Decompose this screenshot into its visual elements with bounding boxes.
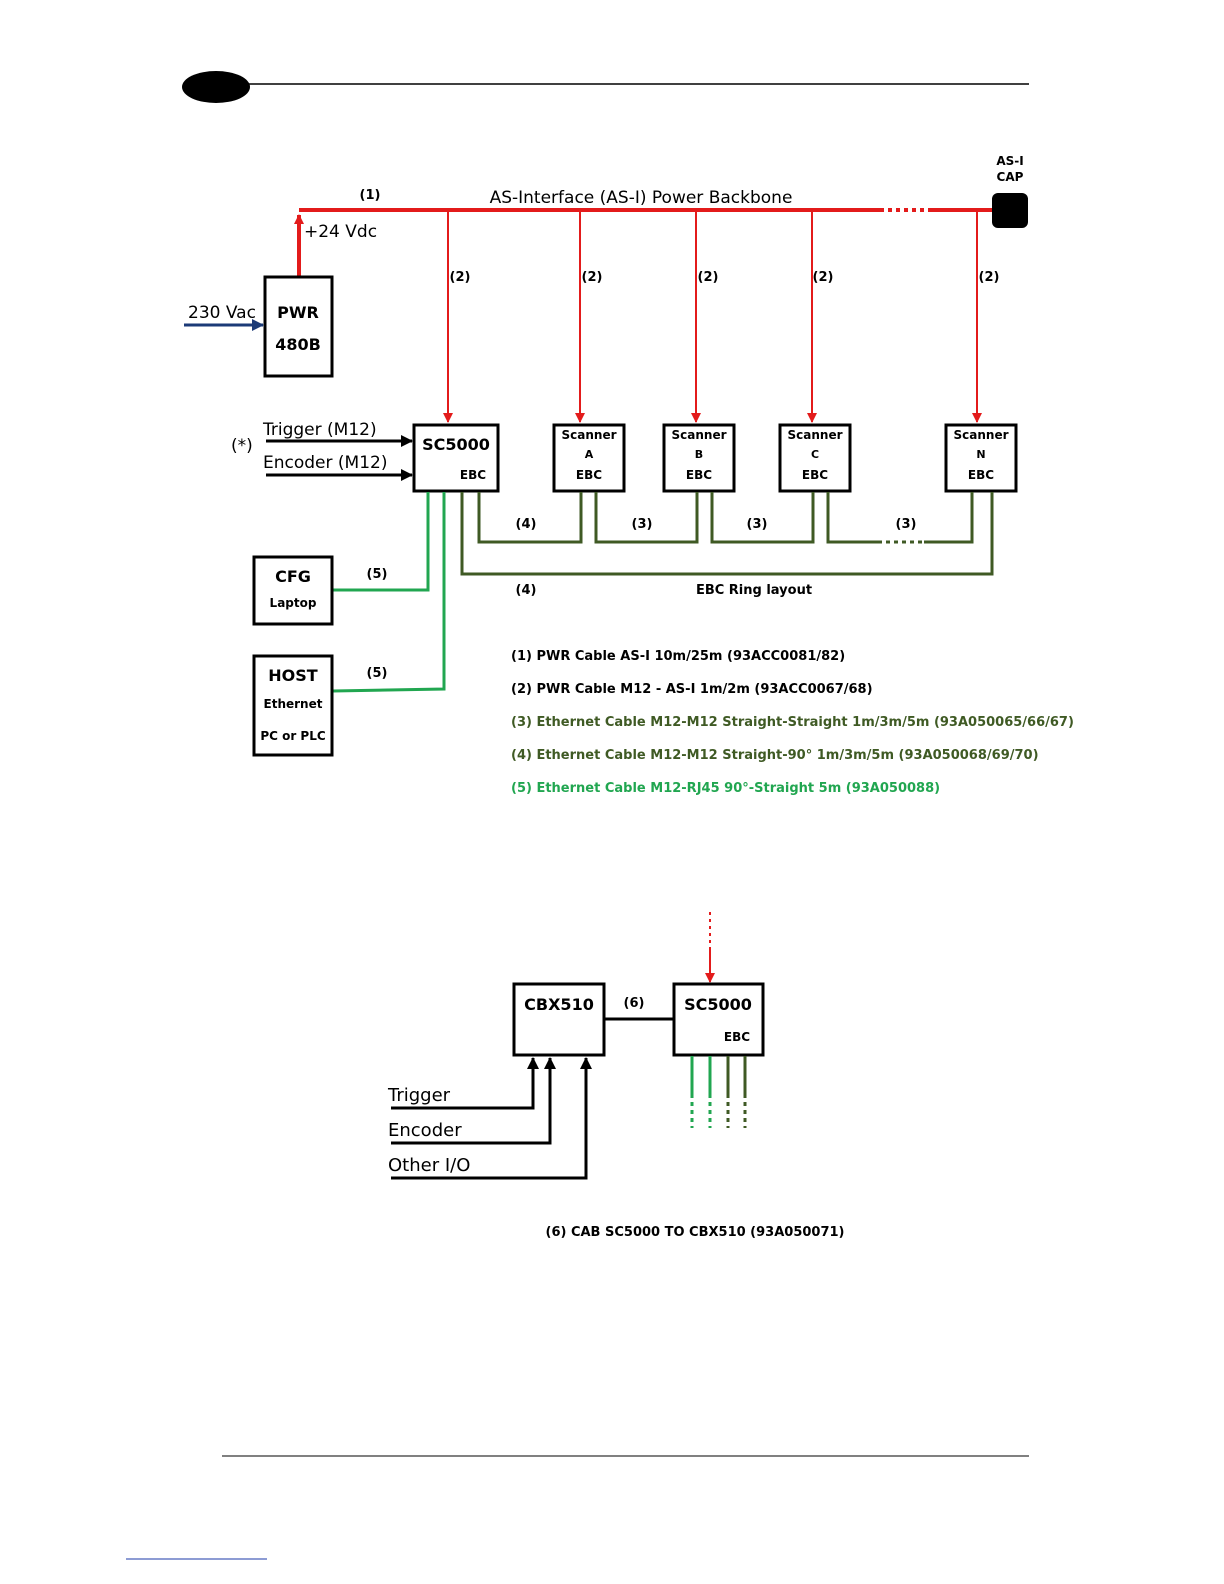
vac-label: 230 Vac: [188, 303, 256, 323]
cfg-label: CFG: [275, 567, 311, 586]
cab6-caption: (6) CAB SC5000 TO CBX510 (93A050071): [546, 1225, 845, 1240]
pwr-label: PWR: [277, 303, 319, 322]
svg-text:A: A: [585, 448, 594, 461]
cbx510-box: [512, 982, 606, 1057]
cfg-laptop-box: [252, 555, 334, 626]
host-ethernet-label: Ethernet: [264, 697, 323, 711]
pwr-model-label: 480B: [275, 335, 321, 354]
legend-item: (4) Ethernet Cable M12-M12 Straight-90° …: [511, 748, 1039, 763]
scanner-n: Scanner N EBC: [944, 423, 1018, 493]
pwr-480b-box: [263, 275, 334, 378]
host-pcplc-label: PC or PLC: [260, 729, 326, 743]
host-box: [252, 654, 334, 757]
cbx-other-io-line: [391, 1057, 592, 1180]
asterisk-note: (*): [231, 436, 253, 456]
encoder-label: Encoder (M12): [263, 453, 387, 473]
ring-layout-label: EBC Ring layout: [696, 583, 812, 598]
svg-text:Scanner: Scanner: [788, 428, 843, 442]
host-ethernet-cables: [332, 492, 446, 693]
backbone-label: AS-Interface (AS-I) Power Backbone: [490, 188, 793, 208]
label-5: (5): [367, 666, 388, 681]
svg-text:Scanner: Scanner: [954, 428, 1009, 442]
label-3: (3): [896, 517, 917, 532]
svg-text:Scanner: Scanner: [672, 428, 727, 442]
label-5: (5): [367, 567, 388, 582]
sc5000-bottom-box: [672, 982, 765, 1057]
legend-item: (1) PWR Cable AS-I 10m/25m (93ACC0081/82…: [511, 649, 845, 664]
label-6: (6): [624, 996, 645, 1011]
header-tab-marker: [182, 71, 250, 103]
svg-text:C: C: [811, 448, 819, 461]
laptop-label: Laptop: [270, 596, 317, 610]
as-i-cap-label: AS-I: [996, 154, 1023, 168]
sc5000-box: [412, 423, 500, 493]
scanner-b: Scanner B EBC: [662, 423, 736, 493]
label-1: (1): [360, 188, 381, 203]
cbx-trigger-line: [391, 1057, 539, 1110]
scanner-a: Scanner A EBC: [552, 423, 626, 493]
legend-item: (3) Ethernet Cable M12-M12 Straight-Stra…: [511, 715, 1074, 730]
drop-cables: [443, 210, 982, 423]
cbx510-label: CBX510: [524, 995, 594, 1014]
label-2: (2): [698, 270, 719, 285]
as-i-cap: [992, 193, 1028, 228]
label-4: (4): [516, 583, 537, 598]
ebc-bottom-label: EBC: [724, 1030, 750, 1044]
cbx-encoder-label: Encoder: [388, 1120, 462, 1141]
as-i-cap-label-2: CAP: [997, 170, 1024, 184]
label-2: (2): [450, 270, 471, 285]
ebc-ring-cables: [460, 492, 994, 576]
label-2: (2): [582, 270, 603, 285]
svg-text:N: N: [976, 448, 985, 461]
svg-text:B: B: [695, 448, 703, 461]
legend-item: (2) PWR Cable M12 - AS-I 1m/2m (93ACC006…: [511, 682, 873, 697]
host-label: HOST: [268, 666, 318, 685]
trigger-label: Trigger (M12): [262, 420, 377, 440]
svg-text:EBC: EBC: [686, 468, 712, 482]
svg-text:EBC: EBC: [802, 468, 828, 482]
label-2: (2): [979, 270, 1000, 285]
svg-text:Scanner: Scanner: [562, 428, 617, 442]
sc5000-port-stubs: [690, 1056, 747, 1128]
ebc-label: EBC: [460, 468, 486, 482]
label-4: (4): [516, 517, 537, 532]
legend-item: (5) Ethernet Cable M12-RJ45 90°-Straight…: [511, 781, 940, 796]
label-2: (2): [813, 270, 834, 285]
cable-legend: (1) PWR Cable AS-I 10m/25m (93ACC0081/82…: [511, 649, 1074, 796]
svg-text:EBC: EBC: [968, 468, 994, 482]
label-3: (3): [747, 517, 768, 532]
svg-text:EBC: EBC: [576, 468, 602, 482]
sc5000-label: SC5000: [422, 435, 490, 454]
cbx-other-io-label: Other I/O: [388, 1155, 470, 1176]
sc5000-bottom-label: SC5000: [684, 995, 752, 1014]
power-backbone: [294, 208, 996, 276]
label-3: (3): [632, 517, 653, 532]
cbx-encoder-line: [391, 1057, 556, 1145]
cbx-trigger-label: Trigger: [387, 1085, 451, 1106]
vdc-label: +24 Vdc: [304, 222, 377, 242]
scanner-c: Scanner C EBC: [778, 423, 852, 493]
